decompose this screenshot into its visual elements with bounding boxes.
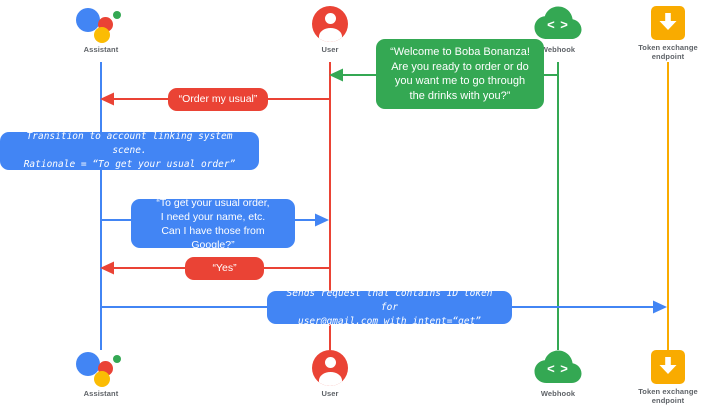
avatar-body (318, 28, 342, 42)
download-box-icon (651, 6, 685, 40)
actor-assistant-top: Assistant (51, 6, 151, 54)
actor-label-endpoint: Token exchange endpoint (638, 43, 698, 61)
actor-label-endpoint: Token exchange endpoint (638, 387, 698, 405)
cloud-code-icon: < > (534, 350, 582, 386)
google-assistant-icon (76, 350, 126, 387)
message-text-yes: “Yes” (212, 262, 237, 274)
message-bubble-yes[interactable]: “Yes” (185, 257, 264, 280)
actor-webhook-top: < > Webhook (508, 6, 608, 54)
avatar-head (324, 13, 336, 24)
cloud-shape (534, 350, 582, 383)
actor-endpoint-top: Token exchange endpoint (618, 6, 718, 61)
assistant-dot-yellow (94, 371, 110, 387)
lifeline-endpoint (667, 62, 669, 350)
google-assistant-icon (76, 6, 126, 43)
cloud-code-icon: < > (534, 6, 582, 42)
cloud-code-glyph: < > (547, 17, 569, 32)
lifeline-webhook (557, 62, 559, 350)
avatar-body (318, 372, 342, 386)
lifeline-user (329, 62, 331, 350)
user-avatar-icon (312, 350, 348, 386)
user-avatar-icon (312, 6, 348, 42)
actor-user-top: User (280, 6, 380, 54)
note-text-transition: Transition to account linking system sce… (23, 131, 236, 170)
actor-endpoint-bottom: Token exchange endpoint (618, 350, 718, 405)
assistant-dot-green (113, 11, 121, 19)
actor-label-assistant: Assistant (83, 45, 119, 54)
actor-label-user: User (321, 45, 339, 54)
message-text-order-my-usual: “Order my usual” (178, 93, 258, 105)
note-bubble-sends-request[interactable]: Sends request that contains ID token for… (267, 288, 512, 327)
message-text-welcome: “Welcome to Boba Bonanza! Are you ready … (390, 46, 530, 102)
message-bubble-need-your-name[interactable]: “To get your usual order, I need your na… (131, 197, 295, 251)
lifeline-assistant (100, 62, 102, 350)
cloud-shape (534, 6, 582, 39)
actor-label-webhook: Webhook (540, 45, 576, 54)
note-text-sends-request: Sends request that contains ID token for… (286, 287, 493, 327)
assistant-dot-yellow (94, 27, 110, 43)
download-arrow-glyph (659, 357, 677, 374)
note-bubble-transition[interactable]: Transition to account linking system sce… (0, 131, 259, 170)
actor-label-webhook: Webhook (540, 389, 576, 398)
download-arrow-glyph (659, 13, 677, 30)
avatar-head (324, 357, 336, 368)
actor-assistant-bottom: Assistant (51, 350, 151, 398)
message-bubble-order-my-usual[interactable]: “Order my usual” (168, 88, 268, 111)
cloud-code-glyph: < > (547, 361, 569, 376)
actor-user-bottom: User (280, 350, 380, 398)
actor-webhook-bottom: < > Webhook (508, 350, 608, 398)
message-bubble-welcome[interactable]: “Welcome to Boba Bonanza! Are you ready … (376, 39, 544, 109)
download-box-icon (651, 350, 685, 384)
actor-label-assistant: Assistant (83, 389, 119, 398)
assistant-dot-green (113, 355, 121, 363)
message-text-need-your-name: “To get your usual order, I need your na… (156, 196, 270, 251)
actor-label-user: User (321, 389, 339, 398)
